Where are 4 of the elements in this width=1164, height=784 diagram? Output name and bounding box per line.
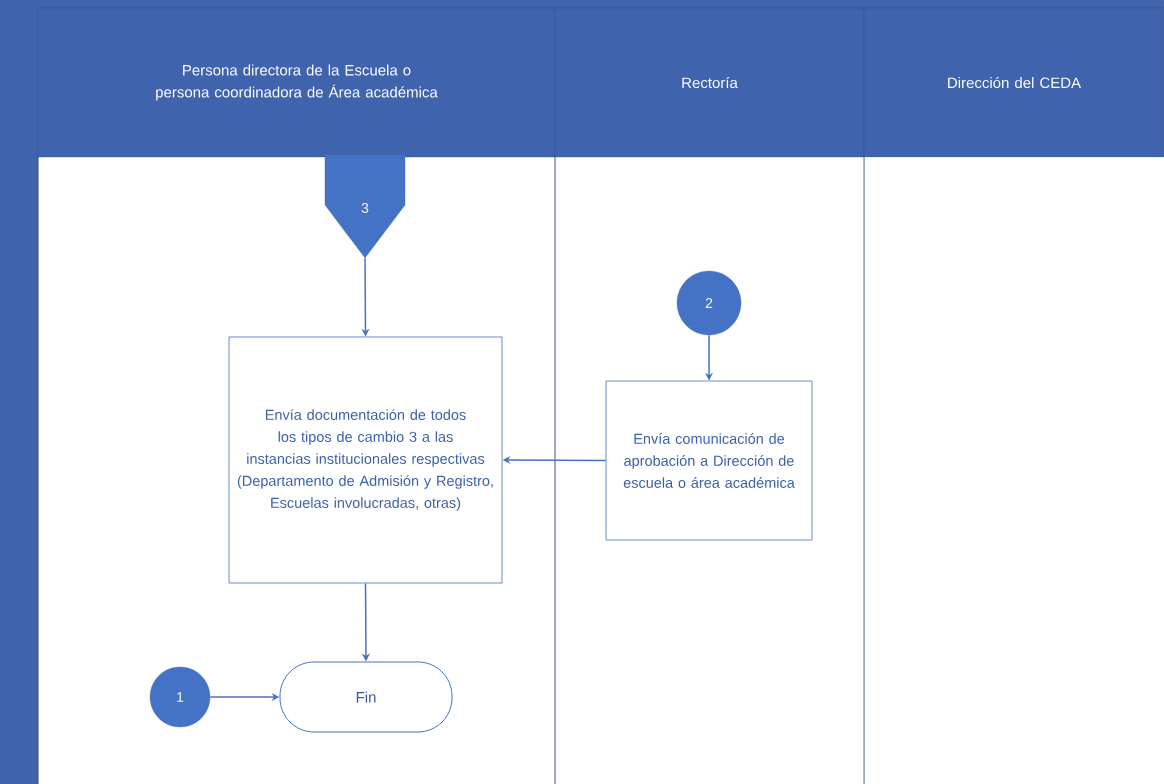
terminator: Fin	[279, 661, 453, 733]
off-page-connector: 3	[324, 154, 406, 259]
process-box: Envía documentación de todos los tipos de cambio 3 a las instancias institucionales respectivas (Departamento de Admisión y Registro, Escuelas involucradas, otras)	[228, 336, 503, 584]
process-box: Envía comunicación de aprobación a Dirección de escuela o área académica	[605, 380, 813, 541]
